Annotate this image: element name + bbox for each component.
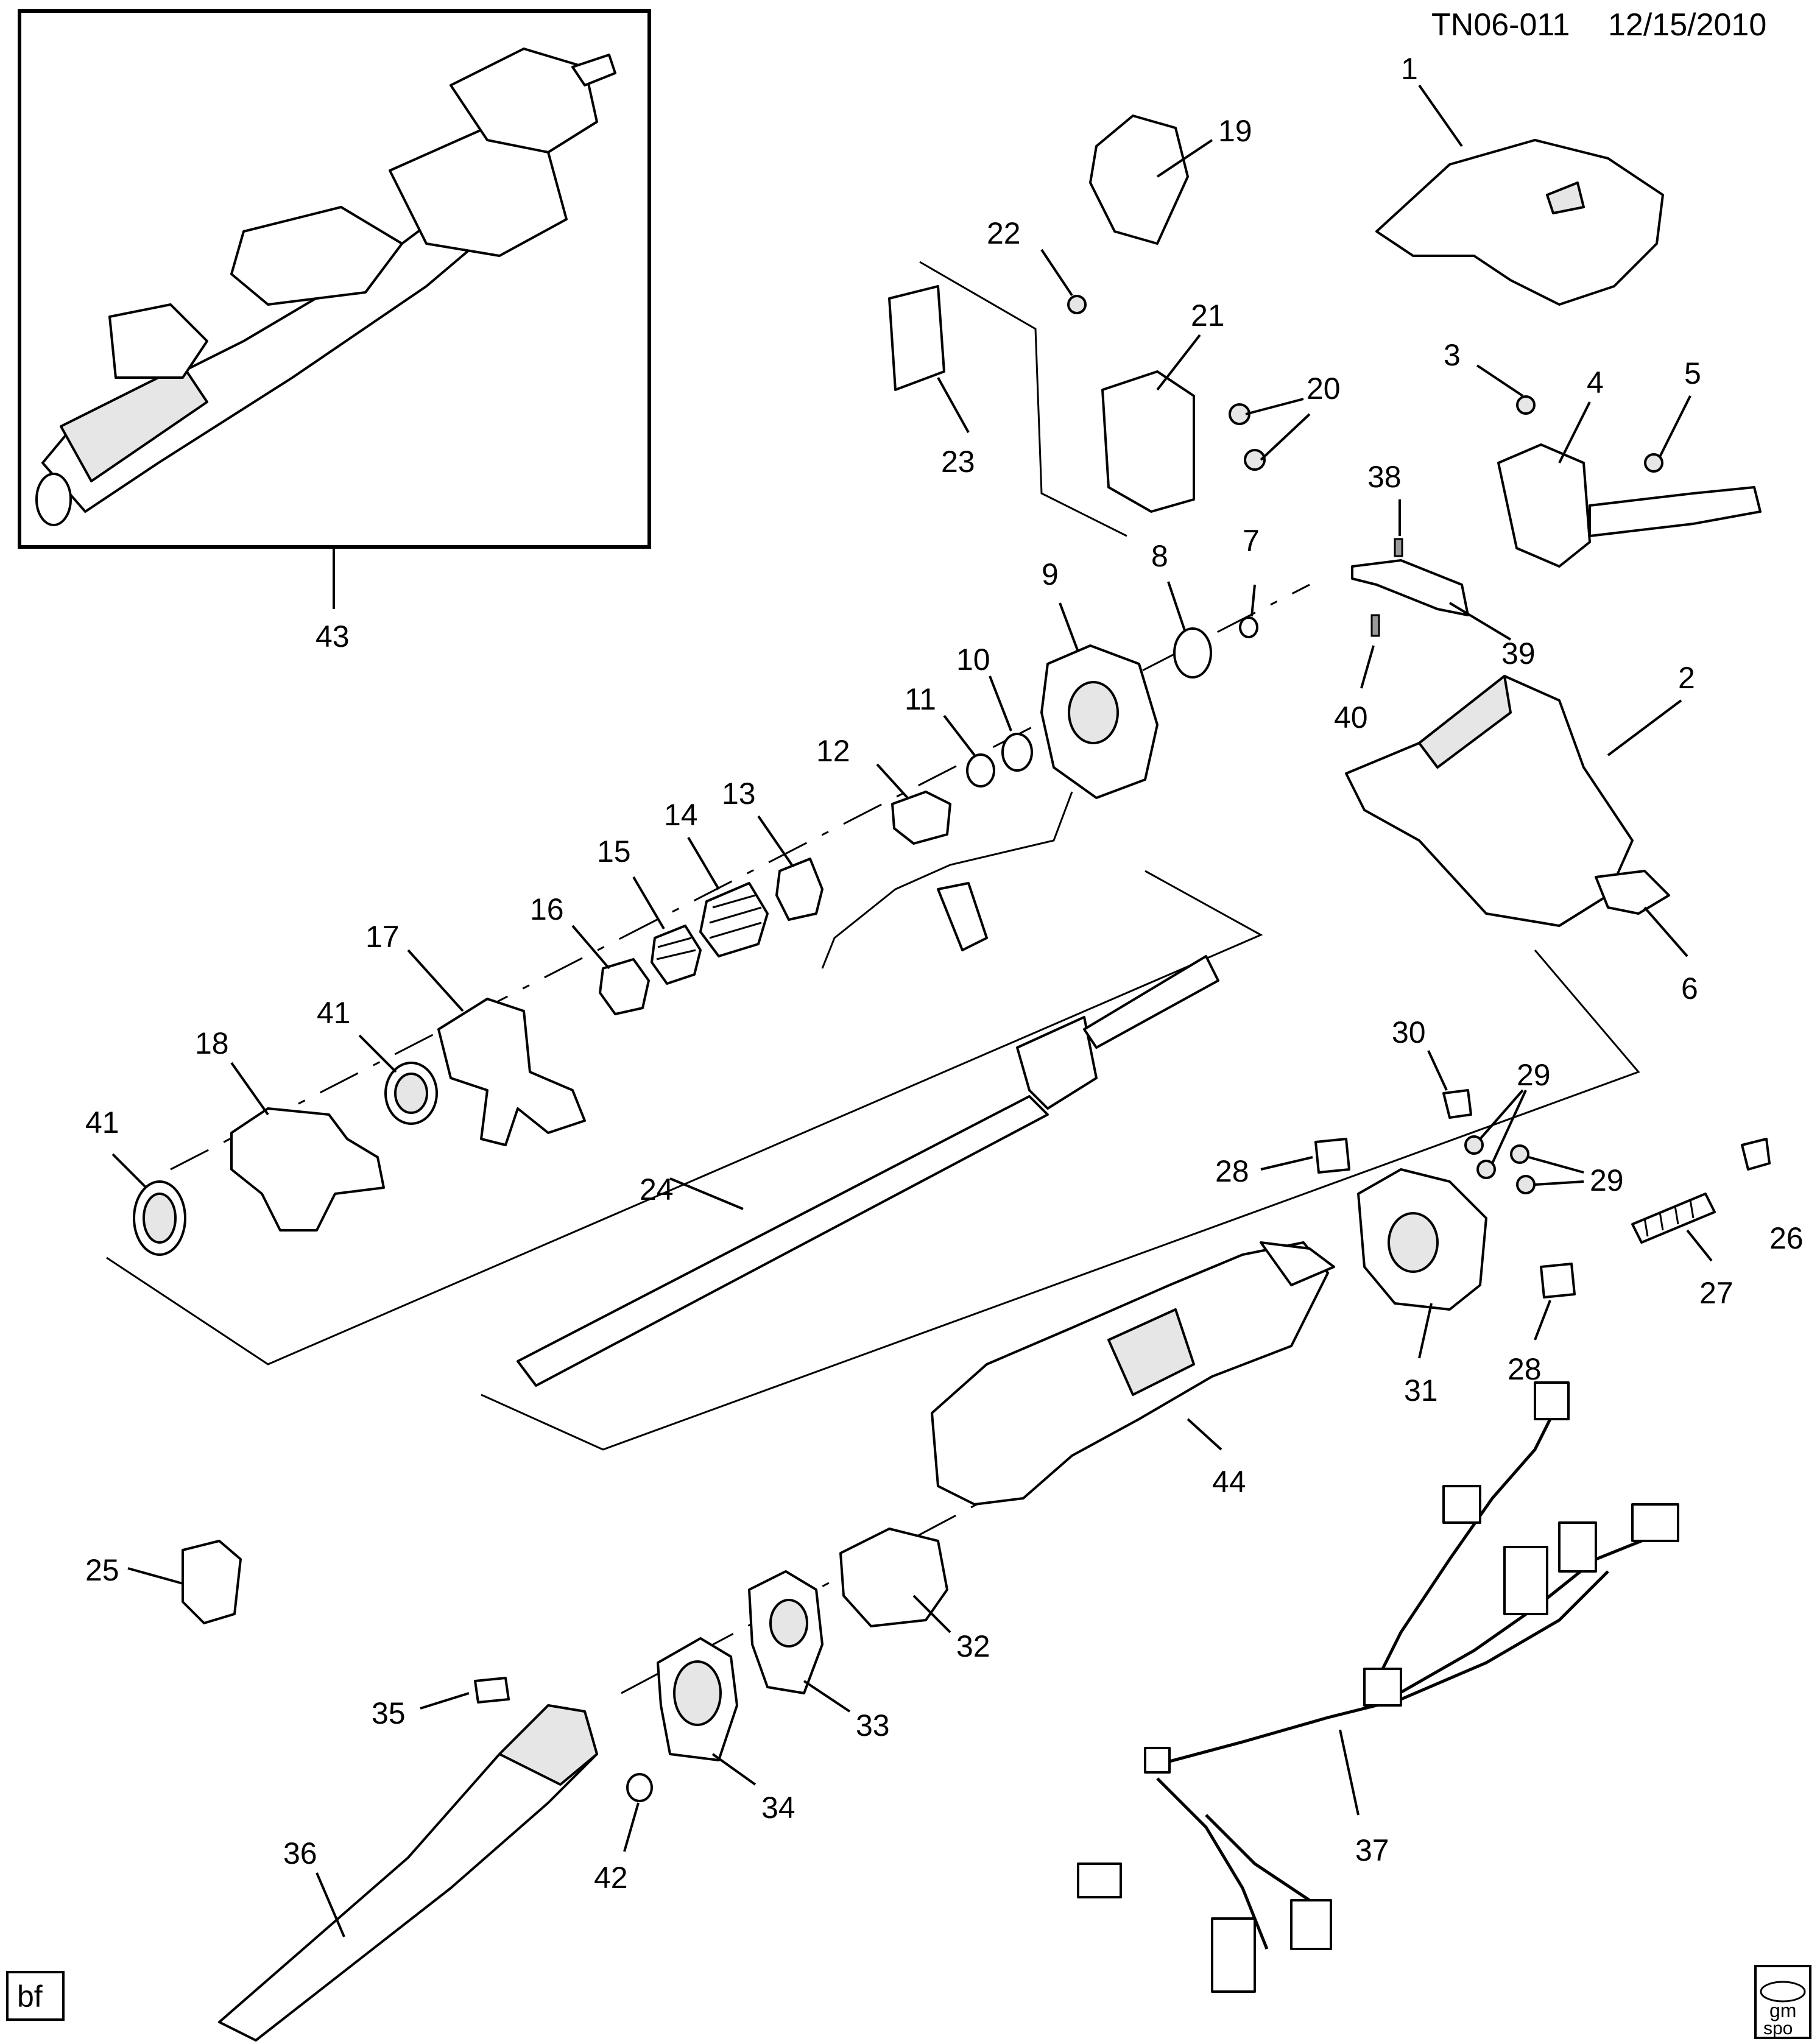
callout-35: 35 <box>372 1696 406 1730</box>
part-39-bracket <box>1351 559 1469 616</box>
centerline-lower <box>621 1485 1012 1694</box>
part-19-switch <box>1089 115 1189 245</box>
callout-37: 37 <box>1355 1833 1389 1867</box>
callout-21: 21 <box>1191 298 1225 333</box>
part-24-shaft <box>517 1095 1049 1387</box>
callout-33: 33 <box>856 1708 890 1743</box>
part-28-bushing-lower <box>1540 1263 1576 1299</box>
callout-44: 44 <box>1212 1465 1246 1499</box>
part-29-bolt-c <box>1510 1144 1529 1164</box>
callout-16: 16 <box>530 892 564 926</box>
callout-42: 42 <box>594 1861 628 1895</box>
part-20-screw-b <box>1244 449 1266 471</box>
gm-spo-logo-bottom: spo <box>1763 2018 1793 2039</box>
callout-15: 15 <box>597 834 631 869</box>
callout-8: 8 <box>1151 539 1168 573</box>
part-16-bushing <box>599 958 650 1015</box>
part-13-bearing <box>775 858 824 921</box>
gm-spo-logo-oval <box>1760 1981 1806 2003</box>
gm-spo-logo <box>1754 1965 1811 2039</box>
part-38-pin <box>1394 538 1403 557</box>
callout-26: 26 <box>1769 1221 1804 1255</box>
callout-29-lower: 29 <box>1590 1163 1624 1197</box>
part-11-washer <box>966 753 995 788</box>
callout-3: 3 <box>1444 338 1461 372</box>
callout-43: 43 <box>316 619 350 654</box>
callout-25: 25 <box>85 1553 119 1587</box>
callout-41-upper: 41 <box>317 996 351 1030</box>
part-30-clip <box>1442 1089 1472 1119</box>
callout-1: 1 <box>1401 52 1418 86</box>
part-7-washer <box>1239 616 1258 638</box>
part-25-switch <box>182 1540 242 1624</box>
callout-29-upper: 29 <box>1517 1058 1551 1092</box>
part-5-screw <box>1644 453 1663 473</box>
callout-13: 13 <box>722 777 756 811</box>
callout-4: 4 <box>1587 365 1604 400</box>
callout-12: 12 <box>816 734 850 768</box>
callout-30: 30 <box>1392 1015 1426 1049</box>
part-28-bushing-upper <box>1314 1138 1350 1174</box>
callout-36: 36 <box>283 1836 317 1870</box>
part-29-bolt-b <box>1476 1160 1496 1179</box>
diagram-id: TN06-011 <box>1431 7 1570 43</box>
part-18-housing <box>230 1107 385 1232</box>
part-17-lock-housing <box>437 998 586 1146</box>
part-21-housing <box>1101 370 1195 513</box>
callout-41-lower: 41 <box>85 1105 119 1140</box>
part-8-ring <box>1173 627 1212 678</box>
gm-spo-logo-top: gm <box>1769 2000 1796 2021</box>
callout-24: 24 <box>640 1172 674 1207</box>
part-29-bolt-d <box>1516 1175 1536 1194</box>
callout-19: 19 <box>1218 114 1252 148</box>
part-3-screw <box>1516 395 1536 415</box>
callout-32: 32 <box>956 1629 990 1663</box>
boundary-upper <box>106 870 1263 1366</box>
boundary-shaft <box>481 950 1640 1451</box>
callout-38: 38 <box>1367 460 1402 494</box>
part-14-spring <box>699 882 769 957</box>
artist-code: bf <box>17 1979 43 2014</box>
part-22-screw <box>1067 295 1087 314</box>
part-6-knob <box>1595 870 1670 915</box>
part-10-clip <box>1001 733 1033 772</box>
callout-40: 40 <box>1334 700 1368 735</box>
part-26-bolt <box>1741 1138 1771 1171</box>
callout-9: 9 <box>1042 557 1059 591</box>
artist-code-box <box>6 1971 65 2021</box>
callout-6: 6 <box>1681 971 1698 1006</box>
diagram-date: 12/15/2010 <box>1608 7 1766 43</box>
callout-5: 5 <box>1684 356 1701 390</box>
callout-31: 31 <box>1404 1373 1438 1408</box>
part-29-bolt-a <box>1464 1135 1484 1155</box>
assembled-column-illustration <box>35 48 616 526</box>
callout-2: 2 <box>1678 661 1695 695</box>
callout-11: 11 <box>905 682 936 716</box>
callout-7: 7 <box>1243 524 1260 558</box>
callout-23: 23 <box>941 445 975 479</box>
part-42-nut <box>626 1773 653 1802</box>
callout-28-lower: 28 <box>1508 1352 1542 1386</box>
callout-18: 18 <box>195 1026 229 1060</box>
inset-frame <box>18 9 651 549</box>
callout-10: 10 <box>956 643 990 677</box>
part-27-spring <box>1631 1193 1716 1244</box>
callout-22: 22 <box>987 216 1021 250</box>
part-4-switch <box>1497 443 1591 568</box>
callout-20: 20 <box>1307 372 1341 406</box>
part-12-cam <box>891 791 951 845</box>
part-40-screw <box>1370 614 1380 637</box>
callout-39: 39 <box>1501 636 1536 671</box>
callout-14: 14 <box>664 798 698 832</box>
callout-27: 27 <box>1699 1276 1734 1310</box>
part-37-wiring-harness <box>1077 1381 1679 1993</box>
callout-28-upper: 28 <box>1215 1154 1249 1188</box>
callout-17: 17 <box>365 920 400 954</box>
callout-34: 34 <box>761 1791 795 1825</box>
part-35-bolt <box>474 1677 510 1704</box>
part-23-module <box>888 285 945 391</box>
part-upper-shroud <box>1375 139 1664 306</box>
